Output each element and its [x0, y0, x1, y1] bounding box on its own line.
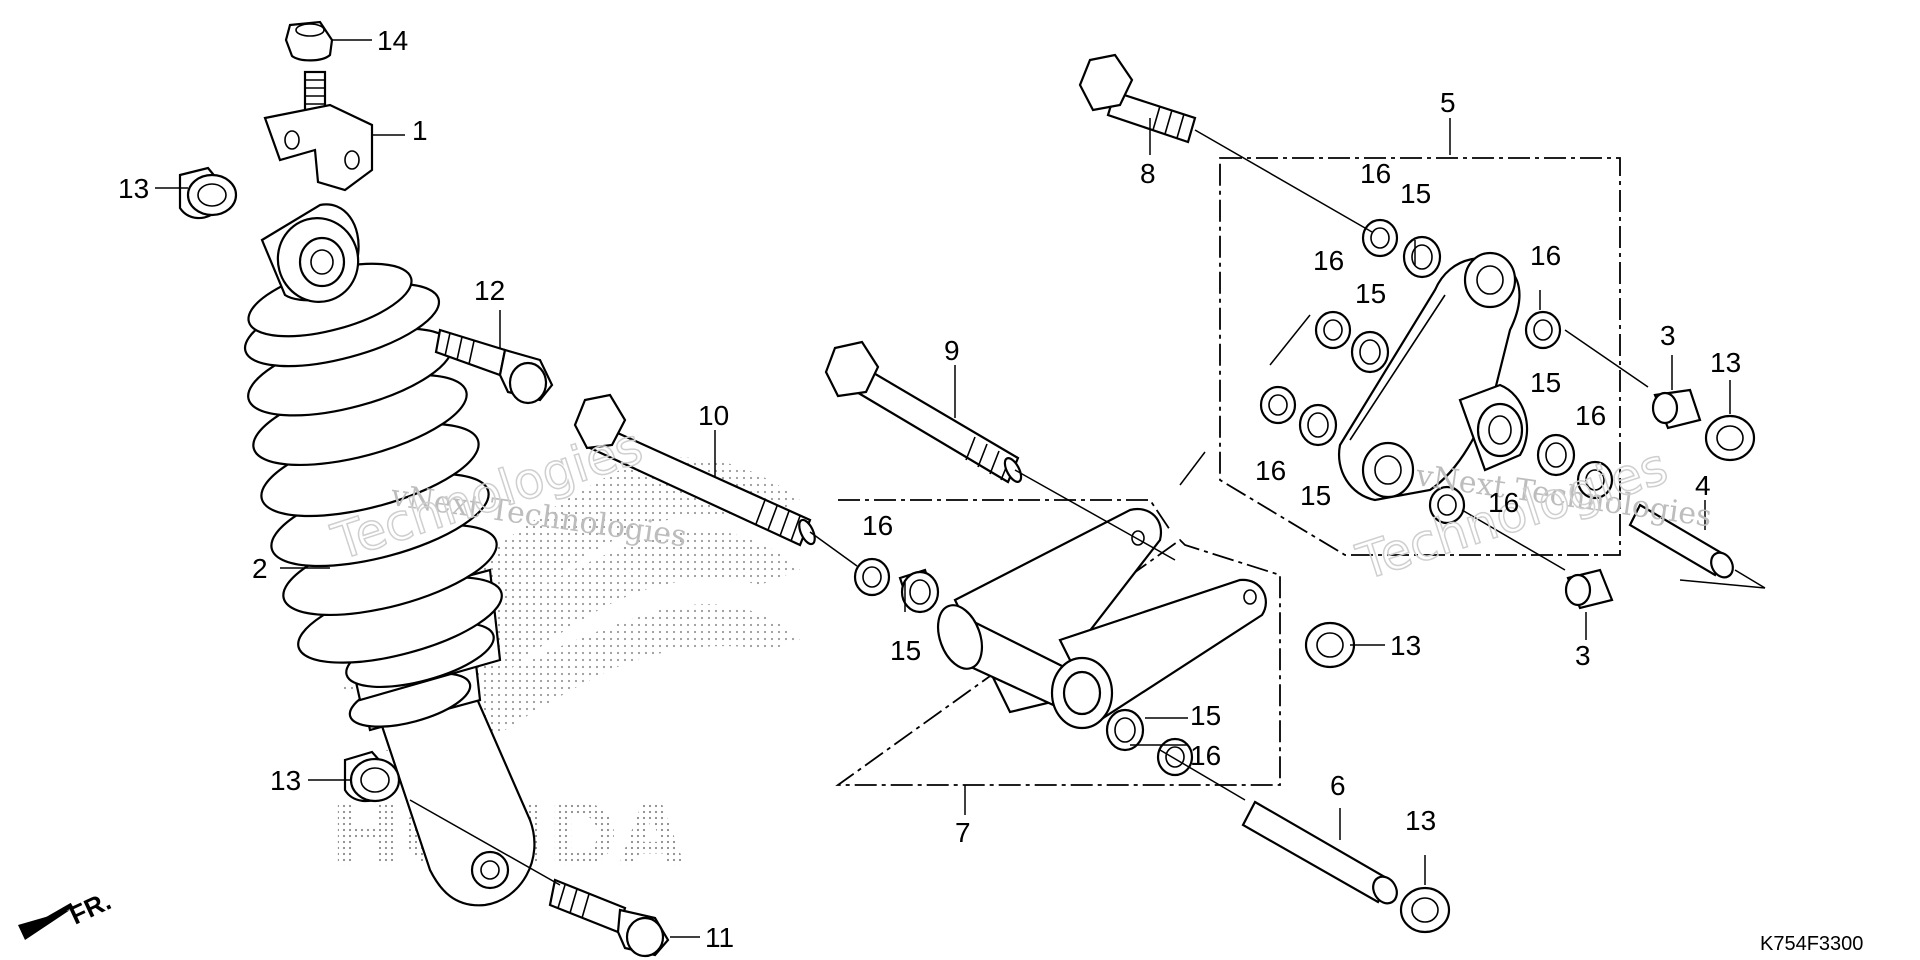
callout-15-e: 15: [890, 635, 921, 666]
collar-6: [1241, 800, 1398, 905]
long-bolt-9: [824, 340, 1023, 484]
dust-seal-16-d: [1524, 310, 1562, 350]
shock-spring: [243, 282, 503, 664]
callout-6: 6: [1330, 770, 1346, 801]
callout-7: 7: [955, 817, 971, 848]
callout-13-d: 13: [1405, 805, 1436, 836]
callout-3-lower: 3: [1575, 640, 1591, 671]
upper-bracket-1: [263, 70, 374, 192]
callout-4: 4: [1695, 470, 1711, 501]
front-direction-arrow: FR.: [18, 886, 116, 940]
leader-lines: [155, 39, 1766, 938]
callout-3-upper: 3: [1660, 320, 1676, 351]
callout-13-e: 13: [1710, 347, 1741, 378]
callout-11: 11: [705, 922, 734, 953]
front-label: FR.: [65, 886, 116, 931]
diagram-part-code: K754F3300: [1760, 933, 1863, 955]
dust-seal-16-bottom: [1156, 737, 1194, 777]
callout-15-a: 15: [1400, 178, 1431, 209]
assembly-box-7: [835, 499, 1281, 786]
collar-3-lower: [1564, 568, 1614, 610]
callout-16-f: 16: [1488, 487, 1519, 518]
callout-15-c: 15: [1300, 480, 1331, 511]
callout-16-c: 16: [1255, 455, 1286, 486]
assembly-box-5: [1219, 157, 1621, 556]
flange-nut-13-bottom-right: [1399, 886, 1451, 934]
callout-12: 12: [474, 275, 505, 306]
flange-nut-13-mid: [1304, 621, 1356, 669]
callout-15-d: 15: [1530, 367, 1561, 398]
callout-labels: 1 2 3 3 4 5 6 7 8 9 10 11 12 13 13 13 13…: [118, 25, 1741, 953]
needle-bearing-15-d: [1536, 433, 1576, 477]
callout-13-a: 13: [118, 173, 149, 204]
callout-14: 14: [377, 25, 408, 56]
flange-nut-13-right: [1704, 414, 1756, 462]
needle-bearing-15-bottom: [1105, 708, 1145, 752]
callout-16-g: 16: [1190, 740, 1221, 771]
bolt-12: [434, 328, 554, 405]
flange-nut-13-upper-left: [178, 166, 238, 220]
callout-13-c: 13: [1390, 630, 1421, 661]
rear-shock-absorber: [243, 203, 536, 907]
needle-bearing-15-b: [1350, 330, 1390, 374]
needle-bearing-15-c: [1298, 403, 1338, 447]
dust-seal-16-f: [1428, 485, 1466, 525]
cushion-arm-5: [1337, 251, 1529, 502]
bolt-11: [548, 878, 670, 958]
callout-1: 1: [412, 115, 428, 146]
flange-nut-13-lower-left: [343, 750, 401, 803]
cap-nut-14: [284, 20, 334, 62]
callout-15-b: 15: [1355, 278, 1386, 309]
callout-8: 8: [1140, 158, 1156, 189]
callout-2: 2: [252, 553, 268, 584]
callout-16-d: 16: [1530, 240, 1561, 271]
dust-seal-16-b: [1314, 310, 1352, 350]
dust-seal-16-a: [1361, 218, 1399, 258]
callout-10: 10: [698, 400, 729, 431]
collar-4: [1628, 503, 1734, 579]
bolt-8: [1078, 53, 1197, 144]
callout-9: 9: [944, 335, 960, 366]
callout-5: 5: [1440, 87, 1456, 118]
callout-16-e: 16: [1575, 400, 1606, 431]
dust-seal-16-left: [853, 557, 891, 597]
needle-bearing-15-left: [898, 568, 940, 614]
needle-bearing-15-a: [1402, 235, 1442, 279]
callout-13-b: 13: [270, 765, 301, 796]
callout-16-a: 16: [1360, 158, 1391, 189]
long-bolt-10: [573, 393, 816, 547]
dust-seal-16-c: [1259, 385, 1297, 425]
callout-16-h: 16: [862, 510, 893, 541]
callout-16-b: 16: [1313, 245, 1344, 276]
callout-15-f: 15: [1190, 700, 1221, 731]
dust-seal-16-e: [1576, 460, 1614, 500]
cushion-connecting-rod-7: [936, 507, 1267, 730]
collar-3-upper: [1651, 388, 1702, 430]
